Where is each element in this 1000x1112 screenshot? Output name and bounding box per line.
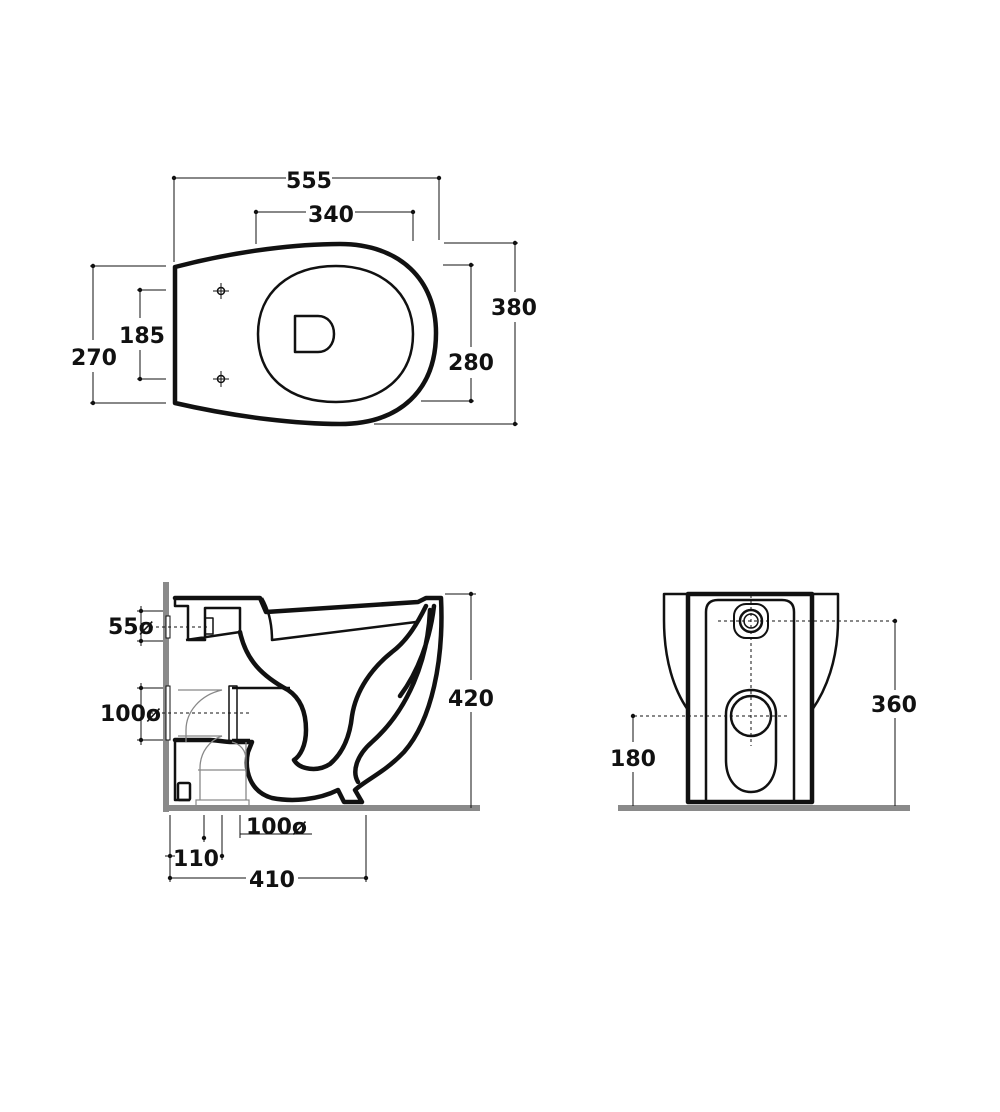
dim-floor-outlet-diameter: 100ø [203, 815, 312, 842]
dim-rear-width-label: 270 [71, 346, 117, 371]
dim-outlet-diameter: 100ø [100, 683, 163, 745]
dim-inlet-diameter: 55ø [108, 606, 163, 646]
dim-floor-outlet-distance: 110 [165, 815, 225, 882]
dim-height-label: 420 [448, 687, 494, 712]
dim-bowl-width-label: 280 [448, 351, 494, 376]
dim-floor-outlet-distance-label: 110 [173, 847, 219, 872]
top-view: 555 340 380 280 [71, 169, 537, 427]
inlet-fitting [204, 617, 214, 635]
rear-center-block [685, 591, 815, 805]
dim-fixing-spacing-label: 185 [119, 324, 165, 349]
base-fixing [176, 781, 192, 802]
floor-elbow-pipe [178, 689, 250, 807]
dim-overall-length: 555 [171, 169, 442, 262]
inlet-spud [173, 598, 242, 642]
rear-inner-panel [704, 598, 796, 804]
dim-outlet-height: 180 [610, 713, 656, 806]
dim-total-height: 360 [871, 618, 917, 806]
dim-seat-length-label: 340 [308, 203, 354, 228]
bowl-opening [256, 264, 415, 404]
dim-fixing-spacing: 185 [119, 287, 166, 382]
dim-depth: 410 [167, 815, 369, 893]
side-view-outline [172, 595, 444, 805]
trapway [237, 603, 437, 785]
dim-rear-width: 270 [71, 263, 166, 406]
fixing-hole-icon [213, 371, 229, 387]
top-view-outline [172, 241, 439, 427]
rear-floor [618, 805, 910, 811]
rear-view: 360 180 [610, 591, 917, 811]
dim-overall-width-label: 380 [491, 296, 537, 321]
dim-overall-width: 380 [374, 240, 537, 427]
dim-height: 420 [445, 591, 494, 808]
floor [163, 805, 480, 811]
outlet-collar [228, 685, 238, 743]
dim-overall-length-label: 555 [286, 169, 332, 194]
side-view: 55ø 100ø 420 100ø [100, 582, 494, 893]
dim-depth-label: 410 [249, 868, 295, 893]
bowl-outlet [293, 314, 336, 354]
dim-inlet-diameter-label: 55ø [108, 615, 154, 640]
dim-outlet-diameter-label: 100ø [100, 702, 161, 727]
dim-floor-outlet-diameter-label: 100ø [246, 815, 307, 840]
dim-outlet-height-label: 180 [610, 747, 656, 772]
dim-total-height-label: 360 [871, 693, 917, 718]
fixing-hole-icon [213, 283, 229, 299]
dim-seat-length: 340 [253, 203, 416, 244]
dim-bowl-width: 280 [421, 262, 494, 404]
rim-line [260, 597, 417, 642]
